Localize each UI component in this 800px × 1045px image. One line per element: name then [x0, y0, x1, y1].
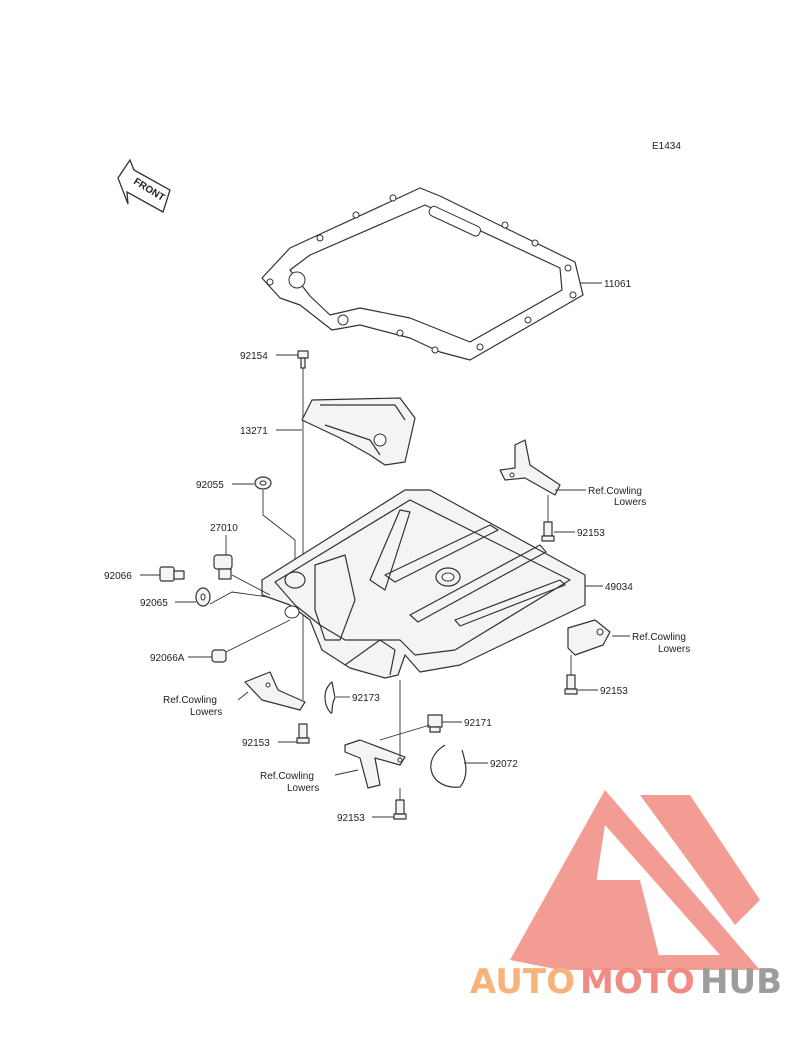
ref-bottom-line1: Ref.Cowling [260, 771, 314, 782]
oil-pan [261, 489, 586, 679]
ref-top-line2: Lowers [614, 497, 646, 508]
label-92066: 92066 [104, 571, 132, 582]
washer-92055 [254, 476, 272, 490]
ref-left-line1: Ref.Cowling [163, 695, 217, 706]
washer-92065 [195, 587, 211, 607]
clamp-92171 [427, 714, 443, 733]
bolt-92153-right [564, 674, 578, 695]
plug-92066a [211, 649, 227, 663]
label-92153-top: 92153 [577, 528, 605, 539]
oil-pan-gasket [261, 187, 584, 361]
label-92153-bottom: 92153 [337, 813, 365, 824]
label-92153-right: 92153 [600, 686, 628, 697]
bolt-92153-top [541, 521, 555, 542]
band-92072 [430, 744, 467, 788]
label-92173: 92173 [352, 693, 380, 704]
bracket-top-right [499, 439, 561, 496]
label-27010: 27010 [210, 523, 238, 534]
watermark-moto: MOTO [580, 962, 695, 1002]
ref-bottom-line2: Lowers [287, 783, 319, 794]
label-92154: 92154 [240, 351, 268, 362]
clip-92173 [324, 681, 336, 714]
drain-plug [159, 566, 185, 582]
bracket-bottom [344, 739, 406, 789]
label-92055: 92055 [196, 480, 224, 491]
watermark-auto: AUTO [470, 962, 575, 1002]
label-92153-left: 92153 [242, 738, 270, 749]
ref-right-line2: Lowers [658, 644, 690, 655]
oil-pressure-switch [213, 554, 233, 580]
bracket-left [244, 671, 306, 711]
label-49034: 49034 [605, 582, 633, 593]
ref-left-line2: Lowers [190, 707, 222, 718]
bracket-right [567, 619, 611, 656]
label-92066a: 92066A [150, 653, 185, 664]
label-92065: 92065 [140, 598, 168, 609]
front-arrow: FRONT [117, 158, 171, 213]
watermark-hub: HUB [700, 962, 782, 1002]
watermark-logo [510, 790, 760, 970]
bolt-92153-bottom [393, 799, 407, 820]
bolt-92154 [297, 350, 309, 369]
diagram-code: E1434 [652, 141, 681, 152]
bolt-92153-left [296, 723, 310, 744]
label-11061: 11061 [604, 279, 632, 290]
ref-top-line1: Ref.Cowling [588, 486, 642, 497]
ref-right-line1: Ref.Cowling [632, 632, 686, 643]
baffle-plate [301, 397, 416, 466]
label-13271: 13271 [240, 426, 268, 437]
label-92072: 92072 [490, 759, 518, 770]
label-92171: 92171 [464, 718, 492, 729]
